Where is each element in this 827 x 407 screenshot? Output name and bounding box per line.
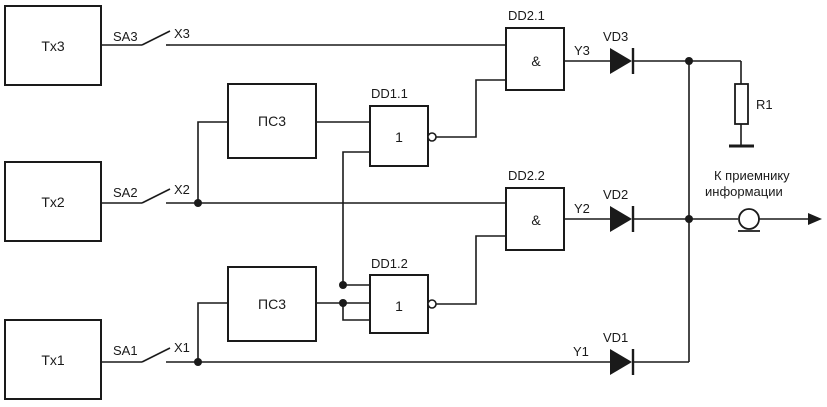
diode-vd2 <box>610 206 635 232</box>
tx3-label: Tx3 <box>41 38 65 54</box>
dd22-gate <box>505 187 565 251</box>
dd11-label: DD1.1 <box>371 86 408 101</box>
psz-top-block <box>227 83 317 159</box>
wire-dd12-dd22 <box>436 235 506 305</box>
psz-bottom-block <box>227 266 317 342</box>
tx3-block <box>4 5 102 86</box>
dd11-gate <box>369 105 429 167</box>
diode-vd3 <box>610 48 635 74</box>
wire-cross-1 <box>342 151 370 286</box>
receiver-label-line1: К приемнику <box>714 168 790 183</box>
receiver-label-line2: информации <box>705 184 783 199</box>
psz-top-label: ПС3 <box>258 113 286 129</box>
diode-vd1 <box>610 349 635 375</box>
tx2-block <box>4 161 102 242</box>
x1-label: X1 <box>174 340 190 355</box>
wire-x2-psz-top <box>197 121 228 203</box>
dd22-label: DD2.2 <box>508 168 545 183</box>
dd12-inverter-bubble <box>427 299 437 309</box>
output-arrow-icon <box>808 213 822 225</box>
x2-label: X2 <box>174 182 190 197</box>
tx2-label: Tx2 <box>41 194 65 210</box>
dd12-label: DD1.2 <box>371 256 408 271</box>
y2-label: Y2 <box>574 201 590 216</box>
receiver-connector <box>738 208 760 230</box>
switch-sa1 <box>101 347 198 363</box>
junction-bus-top <box>685 57 693 65</box>
dd21-symbol: & <box>531 53 541 69</box>
sa2-label: SA2 <box>113 185 138 200</box>
wire-x1-psz-bottom <box>197 302 228 362</box>
dd21-gate <box>505 27 565 91</box>
vd2-label: VD2 <box>603 187 628 202</box>
vd1-label: VD1 <box>603 330 628 345</box>
tx1-block <box>4 319 102 400</box>
dd12-symbol: 1 <box>395 298 403 314</box>
wire-dd11-dd21 <box>436 79 506 138</box>
x3-label: X3 <box>174 26 190 41</box>
r1-label: R1 <box>756 97 773 112</box>
dd11-inverter-bubble <box>427 132 437 142</box>
wire-cross-2 <box>342 303 370 321</box>
switch-sa2 <box>101 188 198 204</box>
resistor-r1 <box>734 83 749 125</box>
dd22-symbol: & <box>531 212 541 228</box>
sa3-label: SA3 <box>113 29 138 44</box>
y1-label: Y1 <box>573 344 589 359</box>
y3-label: Y3 <box>574 43 590 58</box>
psz-bottom-label: ПС3 <box>258 296 286 312</box>
dd21-label: DD2.1 <box>508 8 545 23</box>
junction-bus-mid <box>685 215 693 223</box>
vd3-label: VD3 <box>603 29 628 44</box>
switch-sa3 <box>101 30 171 46</box>
junction-cross-b <box>339 299 347 307</box>
dd11-symbol: 1 <box>395 129 403 145</box>
tx1-label: Tx1 <box>41 352 65 368</box>
junction-cross-a <box>339 281 347 289</box>
sa1-label: SA1 <box>113 343 138 358</box>
